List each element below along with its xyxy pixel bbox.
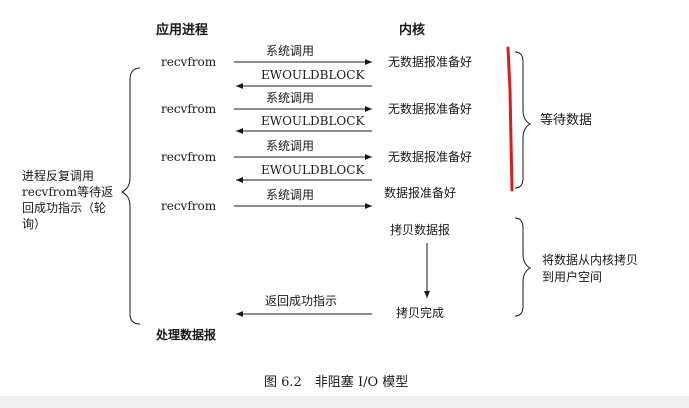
copy-complete-label: 拷贝完成 bbox=[396, 306, 445, 320]
ewouldblock-label-2: EWOULDBLOCK bbox=[261, 114, 365, 128]
kernel-state-2: 无数据报准备好 bbox=[388, 102, 473, 116]
figure-caption: 图 6.2 非阻塞 I/O 模型 bbox=[264, 375, 409, 390]
kernel-header: 内核 bbox=[399, 23, 426, 38]
ewouldblock-label-1: EWOULDBLOCK bbox=[261, 68, 365, 82]
right-brace-copy bbox=[514, 217, 532, 317]
right-brace-wait bbox=[514, 51, 532, 189]
ewouldblock-label-3: EWOULDBLOCK bbox=[261, 163, 365, 177]
kernel-state-4: 数据报准备好 bbox=[384, 186, 457, 200]
recvfrom-label-3: recvfrom bbox=[161, 150, 217, 164]
process-datagram-label: 处理数据报 bbox=[156, 328, 217, 342]
polling-note: 进程反复调用recvfrom等待返回成功指示（轮询） bbox=[22, 169, 114, 231]
syscall-label-1: 系统调用 bbox=[266, 44, 315, 58]
left-brace bbox=[120, 67, 141, 325]
syscall-label-2: 系统调用 bbox=[266, 91, 315, 105]
bottom-band bbox=[0, 396, 689, 408]
kernel-state-1: 无数据报准备好 bbox=[388, 55, 473, 69]
recvfrom-label-1: recvfrom bbox=[161, 55, 217, 69]
syscall-label-3: 系统调用 bbox=[266, 139, 315, 153]
kernel-state-3: 无数据报准备好 bbox=[388, 150, 473, 164]
copy-to-user-note: 将数据从内核拷贝到用户空间 bbox=[542, 253, 639, 284]
syscall-label-4: 系统调用 bbox=[266, 188, 315, 202]
copy-datagram-label: 拷贝数据报 bbox=[390, 223, 451, 237]
recvfrom-label-4: recvfrom bbox=[161, 199, 217, 213]
red-highlight-mark bbox=[506, 46, 514, 192]
recvfrom-label-2: recvfrom bbox=[161, 102, 217, 116]
waiting-data-note: 等待数据 bbox=[540, 113, 593, 128]
return-success-label: 返回成功指示 bbox=[265, 294, 338, 308]
app-process-header: 应用进程 bbox=[156, 23, 209, 38]
